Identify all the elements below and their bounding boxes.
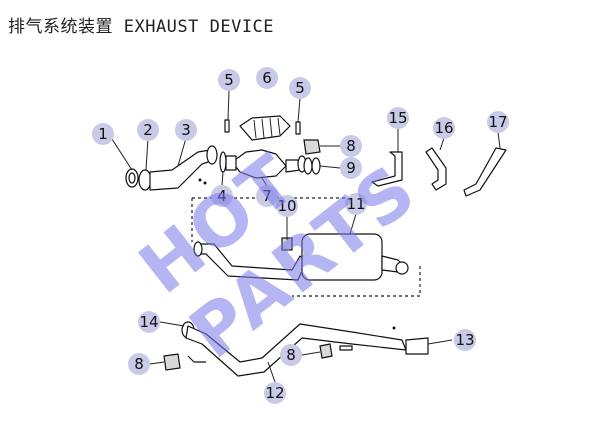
svg-text:15: 15 — [388, 109, 407, 127]
svg-text:6: 6 — [262, 69, 272, 87]
gasket-part-4 — [219, 151, 227, 173]
callout-16: 16 — [433, 117, 455, 139]
callout-10: 10 — [276, 195, 298, 217]
callout-1: 1 — [92, 123, 114, 145]
callout-6: 6 — [256, 67, 278, 89]
gasket-part-9 — [303, 157, 313, 175]
callout-5a: 5 — [218, 69, 240, 91]
svg-text:8: 8 — [346, 137, 356, 155]
svg-text:8: 8 — [134, 355, 144, 373]
svg-text:12: 12 — [265, 384, 284, 402]
bracket-part-8b — [163, 353, 181, 371]
svg-text:7: 7 — [262, 187, 272, 205]
hose-part-16 — [425, 147, 447, 191]
bracket-part-8c — [319, 343, 333, 359]
callout-8b: 8 — [128, 353, 150, 375]
callout-4: 4 — [211, 185, 233, 207]
bolt-part-5b — [295, 121, 301, 135]
svg-text:5: 5 — [224, 71, 234, 89]
svg-text:17: 17 — [488, 113, 507, 131]
catalytic-converter-part-7 — [231, 149, 287, 179]
callout-13: 13 — [454, 329, 476, 351]
callout-8c: 8 — [280, 344, 302, 366]
svg-text:5: 5 — [295, 79, 305, 97]
bracket-part-8a — [303, 139, 321, 155]
tail-tip-part-13 — [405, 337, 429, 355]
svg-text:9: 9 — [346, 159, 356, 177]
diagram-title: 排气系统装置 EXHAUST DEVICE — [8, 17, 275, 37]
bolt-part-5a — [224, 119, 230, 133]
callout-7: 7 — [256, 185, 278, 207]
callout-17: 17 — [487, 111, 509, 133]
hose-part-17 — [463, 147, 507, 197]
svg-text:4: 4 — [217, 187, 227, 205]
pipe-part-15 — [371, 151, 403, 187]
callout-8a: 8 — [340, 135, 362, 157]
callout-12: 12 — [264, 382, 286, 404]
muffler-part-11 — [301, 233, 383, 281]
svg-text:3: 3 — [181, 121, 191, 139]
svg-text:16: 16 — [434, 119, 453, 137]
callout-11: 11 — [345, 193, 367, 215]
heat-shield-part-6 — [239, 115, 291, 141]
svg-text:10: 10 — [277, 197, 296, 215]
callout-3: 3 — [175, 119, 197, 141]
callout-9: 9 — [340, 157, 362, 179]
callout-5b: 5 — [289, 77, 311, 99]
callout-15: 15 — [387, 107, 409, 129]
svg-text:13: 13 — [455, 331, 474, 349]
flange-part-2 — [138, 169, 152, 191]
callout-2: 2 — [137, 119, 159, 141]
svg-text:14: 14 — [139, 313, 158, 331]
svg-text:1: 1 — [98, 125, 108, 143]
callout-14: 14 — [138, 311, 160, 333]
svg-text:11: 11 — [346, 195, 365, 213]
svg-text:8: 8 — [286, 346, 296, 364]
svg-text:2: 2 — [143, 121, 153, 139]
